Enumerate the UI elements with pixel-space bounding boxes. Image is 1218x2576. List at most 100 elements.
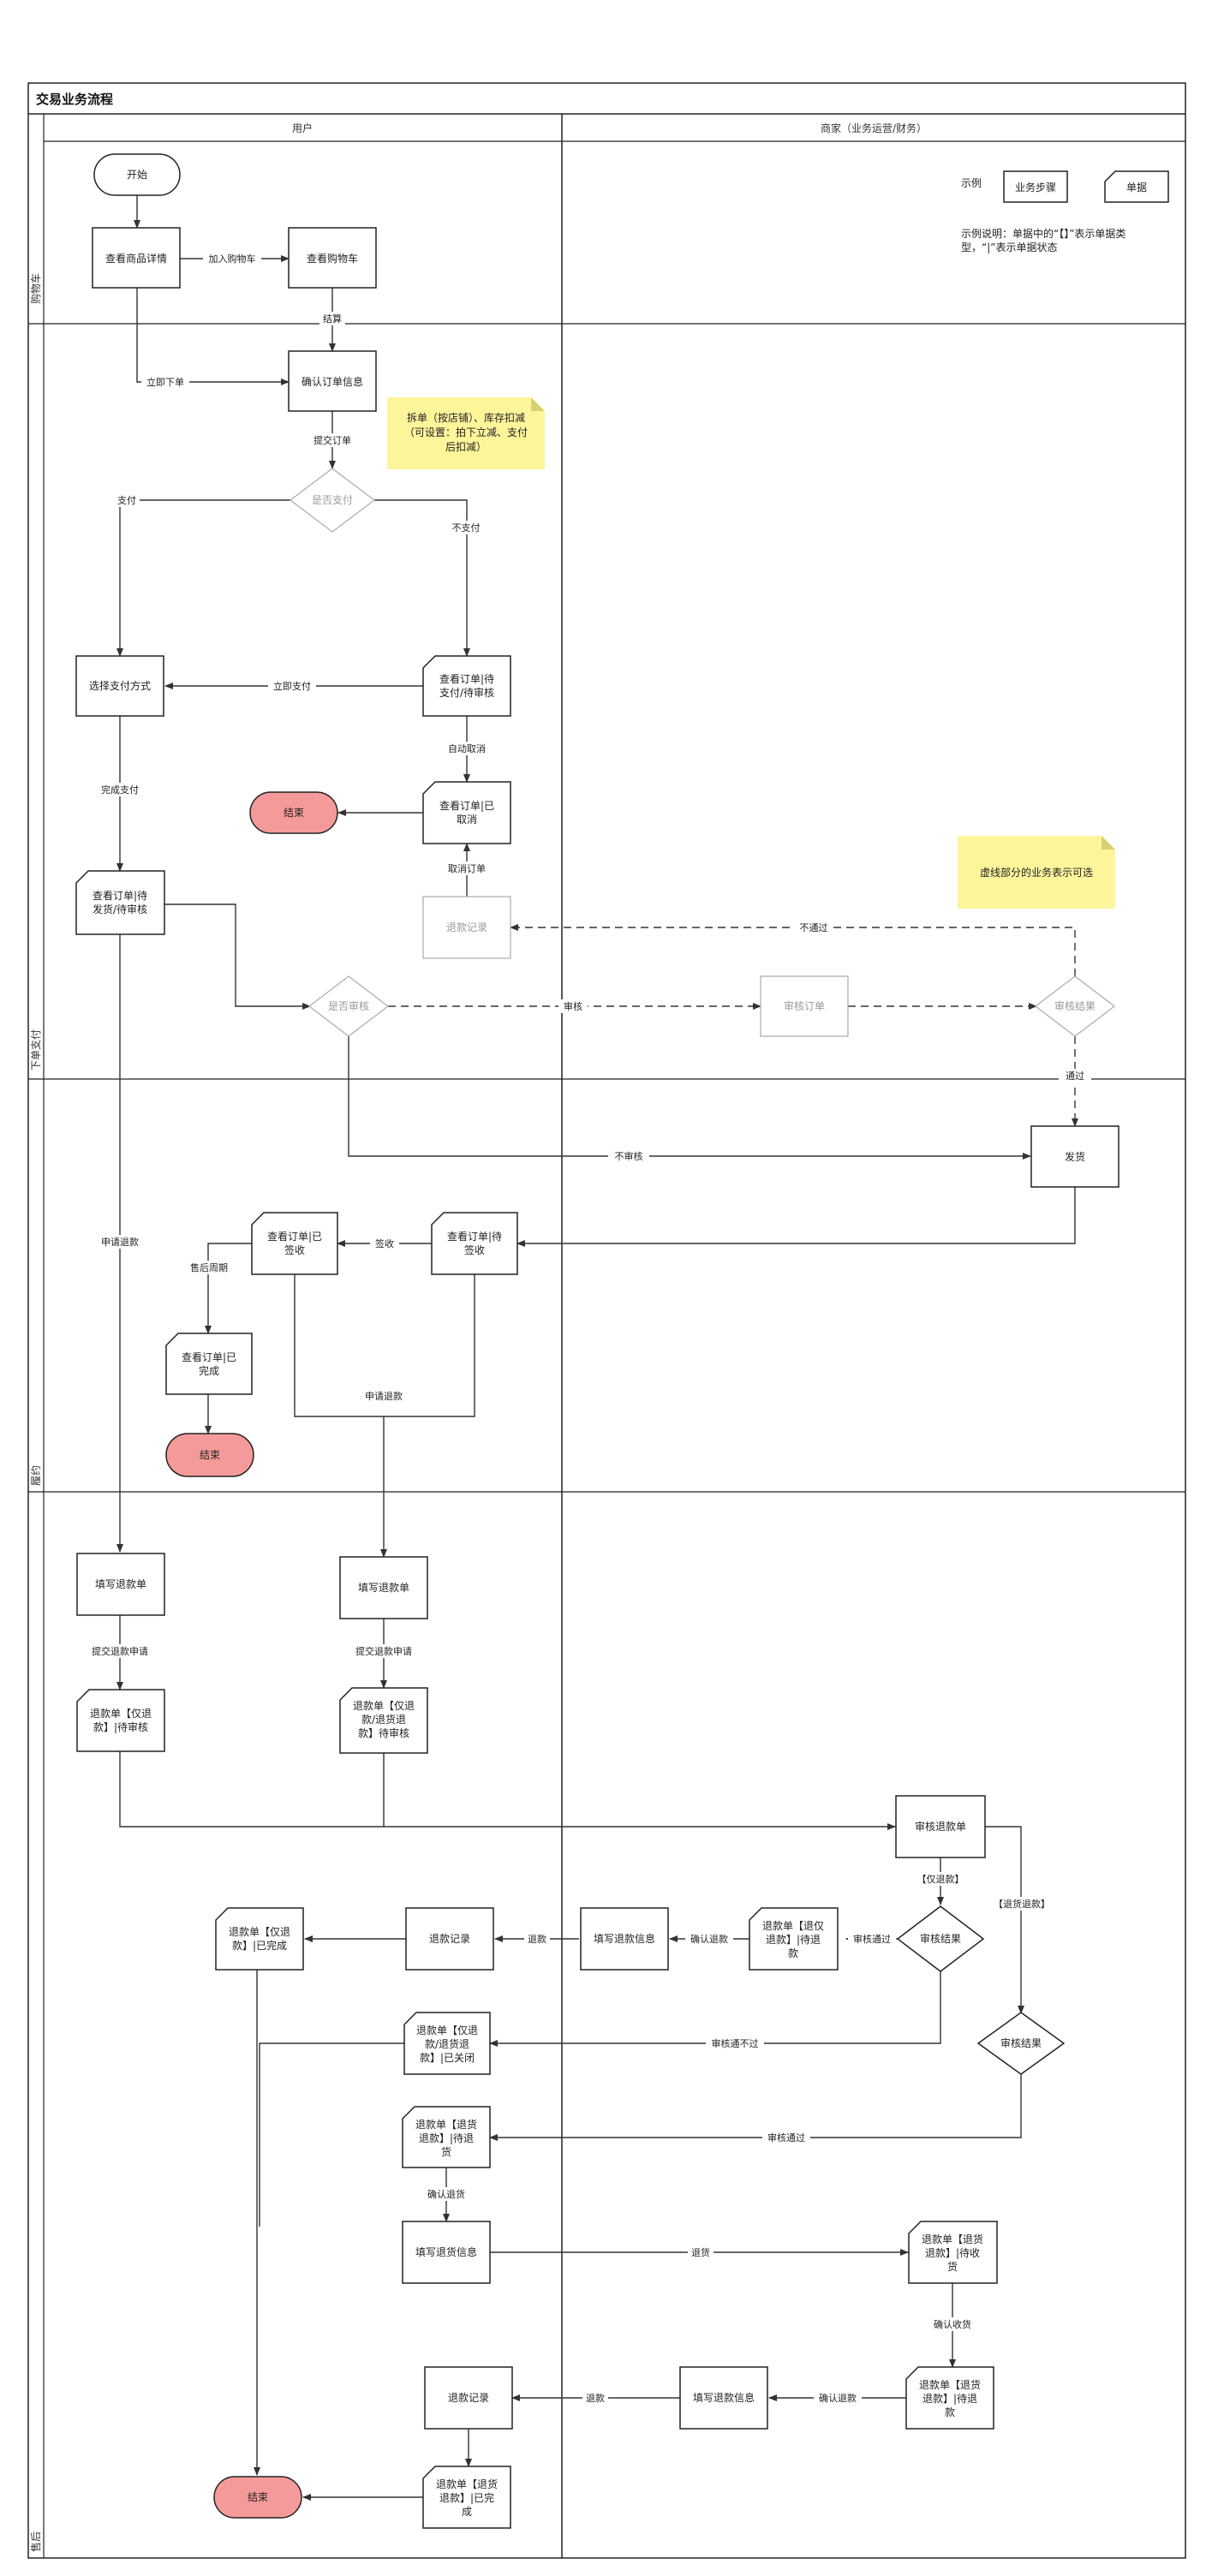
edge-label: 确认收货: [934, 2318, 971, 2330]
order-cancelled-doc: 查看订单|已 取消: [422, 781, 511, 844]
legend-label: 示例: [961, 177, 982, 189]
svg-text:取消: 取消: [457, 814, 477, 826]
svg-text:查看订单|已: 查看订单|已: [267, 1231, 322, 1243]
svg-text:退款记录: 退款记录: [446, 921, 487, 933]
refund-record-step: 退款记录: [405, 1907, 494, 1971]
svg-text:货: 货: [441, 2145, 451, 2158]
edge-labels: 加入购物车 结算 立即下单 提交订单 支付 不支付 立即支付 自动取消 完成支付…: [86, 252, 1091, 2405]
svg-text:查看商品详情: 查看商品详情: [105, 252, 167, 265]
edge-label: 审核: [564, 1000, 582, 1012]
refund-mixed-pending-doc: 退款单【仅退 款/退货退 款】待审核: [339, 1687, 428, 1754]
refund-only-wait-doc: 退款单【退仅 退款】|待退 款: [749, 1907, 839, 1971]
refund-closed-doc: 退款单【仅退 款/退货退 款】|已关闭: [403, 2012, 491, 2075]
edge-label: 提交退款申请: [92, 1645, 148, 1657]
svg-text:虚线部分的业务表示可选: 虚线部分的业务表示可选: [980, 866, 1093, 879]
legend-desc-line2: 型，“|”表示单据状态: [961, 242, 1057, 253]
svg-text:款】待审核: 款】待审核: [358, 1726, 409, 1739]
svg-text:退款记录: 退款记录: [429, 1933, 470, 1945]
is-review-decision: 是否审核: [308, 975, 389, 1037]
review-order-step: 审核订单: [760, 975, 849, 1037]
note-split-order: 拆单（按店铺）、库存扣减 （可设置：拍下立减、支付 后扣减）: [387, 397, 545, 469]
end-node: 结束: [213, 2476, 302, 2519]
return-wait-recv-doc: 退款单【退货 退款】|待收 货: [908, 2221, 998, 2284]
svg-text:（可设置：拍下立减、支付: （可设置：拍下立减、支付: [404, 426, 528, 438]
svg-text:填写退款单: 填写退款单: [95, 1578, 146, 1590]
order-wait-sign-doc: 查看订单|待 签收: [431, 1212, 518, 1275]
svg-text:填写退款单: 填写退款单: [358, 1582, 409, 1594]
swimlane-frame: [27, 82, 1186, 2559]
edge-label: 【仅退款】: [917, 1873, 964, 1885]
svg-text:查看订单|已: 查看订单|已: [439, 800, 494, 812]
svg-text:审核订单: 审核订单: [784, 999, 825, 1012]
edge-label: 立即支付: [273, 680, 311, 692]
svg-text:退款】|待退: 退款】|待退: [766, 1934, 821, 1946]
svg-text:退款】|已完: 退款】|已完: [439, 2491, 494, 2504]
refund-record-step: 退款记录: [424, 2366, 513, 2430]
svg-text:退款记录: 退款记录: [448, 2392, 489, 2404]
svg-text:完成: 完成: [199, 1364, 219, 1377]
legend-doc-label: 单据: [1126, 182, 1147, 194]
edge-label: 通过: [1066, 1070, 1084, 1082]
lane-label-fulfill: 履约: [29, 1465, 42, 1486]
svg-text:结束: 结束: [248, 2491, 268, 2503]
svg-text:退款单【仅退: 退款单【仅退: [90, 1708, 152, 1720]
view-goods-step: 查看商品详情: [92, 227, 181, 289]
ship-step: 发货: [1030, 1125, 1119, 1188]
svg-text:款: 款: [788, 1947, 798, 1959]
note-dashed-optional: 虚线部分的业务表示可选: [958, 836, 1115, 909]
svg-text:查看订单|已: 查看订单|已: [182, 1351, 236, 1363]
confirm-order-step: 确认订单信息: [288, 350, 377, 412]
edge-label: 提交退款申请: [355, 1645, 412, 1657]
edge-label: 申请退款: [365, 1390, 403, 1402]
svg-text:款/退货退: 款/退货退: [361, 1713, 406, 1726]
svg-text:退款单【退货: 退款单【退货: [436, 2478, 498, 2490]
review-result-decision: 审核结果: [896, 1905, 985, 1972]
svg-text:结束: 结束: [200, 1449, 220, 1461]
svg-text:款: 款: [945, 2406, 955, 2418]
edge-label: 审核通过: [767, 2132, 805, 2144]
refund-only-done-doc: 退款单【仅退 款】|已完成: [215, 1907, 304, 1971]
order-pending-pay-doc: 查看订单|待 支付/待审核: [422, 655, 511, 717]
lane-label-order-pay: 下单支付: [30, 1029, 42, 1070]
svg-text:确认订单信息: 确认订单信息: [302, 375, 363, 388]
edge-label: 取消订单: [448, 862, 486, 874]
edge-label: 售后周期: [190, 1261, 228, 1273]
svg-text:审核结果: 审核结果: [920, 1932, 961, 1945]
edge-label: 立即下单: [146, 376, 184, 388]
edge-label: 【退货退款】: [994, 1898, 1050, 1910]
legend-step-shape: [1003, 170, 1068, 203]
fill-refund-step: 填写退款单: [339, 1556, 428, 1619]
svg-text:签收: 签收: [464, 1243, 485, 1256]
select-pay-step: 选择支付方式: [75, 655, 164, 717]
svg-text:退款】|待退: 退款】|待退: [922, 2393, 977, 2405]
svg-text:填写退款信息: 填写退款信息: [594, 1932, 655, 1945]
edge-label: 完成支付: [101, 784, 139, 796]
review-refund-step: 审核退款单: [895, 1795, 986, 1858]
edge-label: 签收: [375, 1237, 394, 1249]
edge-label: 确认退款: [690, 1933, 728, 1945]
legend-doc-shape: [1104, 170, 1169, 203]
svg-text:结束: 结束: [284, 807, 304, 819]
lane-label-shopping: 购物车: [29, 273, 42, 304]
legend-step-label: 业务步骤: [1015, 181, 1056, 194]
fill-return-info-step: 填写退货信息: [402, 2221, 491, 2284]
svg-text:是否审核: 是否审核: [328, 999, 369, 1012]
svg-text:退款】|待退: 退款】|待退: [419, 2132, 474, 2144]
svg-text:成: 成: [462, 2506, 472, 2518]
svg-text:退款】|待收: 退款】|待收: [925, 2247, 980, 2259]
svg-text:填写退款信息: 填写退款信息: [693, 2391, 755, 2404]
column-header-merchant: 商家（业务运营/财务）: [821, 122, 927, 134]
fill-refund-info-step: 填写退款信息: [580, 1907, 669, 1971]
refund-record-step: 退款记录: [422, 896, 511, 959]
view-cart-step: 查看购物车: [288, 227, 377, 289]
svg-text:退款单【退货: 退款单【退货: [922, 2233, 983, 2245]
edge-label: 确认退货: [427, 2188, 465, 2200]
return-wait-doc: 退款单【退货 退款】|待退 货: [402, 2106, 491, 2168]
svg-text:款】|已关闭: 款】|已关闭: [420, 2052, 475, 2064]
legend-desc-line1: 示例说明：单据中的“【】”表示单据类: [961, 227, 1125, 240]
svg-text:发货: 发货: [1065, 1150, 1085, 1163]
edge-label: 不支付: [452, 522, 481, 534]
svg-text:查看订单|待: 查看订单|待: [93, 890, 147, 902]
fill-refund-info-step: 填写退款信息: [679, 2366, 768, 2430]
svg-text:后扣减）: 后扣减）: [445, 441, 487, 453]
